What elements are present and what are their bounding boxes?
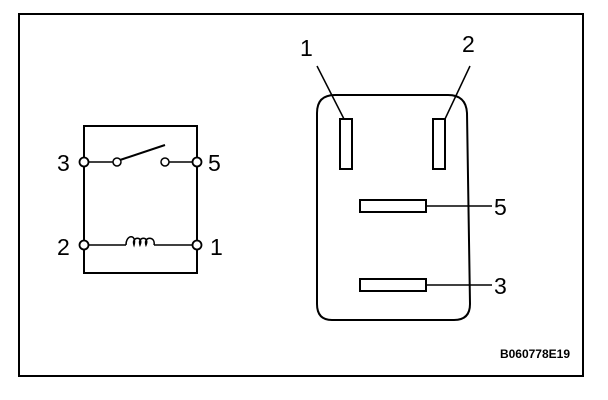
pin-2-label: 2 bbox=[462, 31, 475, 57]
pin-2-slot bbox=[432, 118, 446, 170]
terminal-5-dot bbox=[191, 156, 203, 168]
pin-5-slot bbox=[359, 199, 427, 213]
outer-frame bbox=[18, 13, 584, 377]
relay-body bbox=[83, 125, 198, 274]
terminal-5-label: 5 bbox=[208, 150, 221, 176]
connector-outline bbox=[316, 94, 472, 321]
pin-1-leader bbox=[316, 65, 345, 120]
pin-1-label: 1 bbox=[300, 35, 313, 61]
terminal-1-dot bbox=[191, 239, 203, 251]
terminal-1-label: 1 bbox=[210, 234, 223, 260]
pin-3-label: 3 bbox=[494, 273, 507, 299]
terminal-3-dot bbox=[78, 156, 90, 168]
terminal-2-label: 2 bbox=[57, 234, 70, 260]
relay-schematic: 3 5 2 1 bbox=[57, 125, 223, 274]
terminal-3-label: 3 bbox=[57, 150, 70, 176]
figure-code: B060778E19 bbox=[500, 347, 570, 361]
connector-face: 1 2 5 3 bbox=[300, 31, 507, 321]
switch-contact-fixed bbox=[112, 157, 122, 167]
switch-arm bbox=[119, 144, 166, 161]
switch-contact-open bbox=[160, 157, 170, 167]
pin-5-label: 5 bbox=[494, 194, 507, 220]
pin-3-slot bbox=[359, 278, 427, 292]
terminal-2-dot bbox=[78, 239, 90, 251]
pin-1-slot bbox=[339, 118, 353, 170]
coil-symbol bbox=[125, 236, 155, 248]
pin-2-leader bbox=[444, 65, 471, 120]
